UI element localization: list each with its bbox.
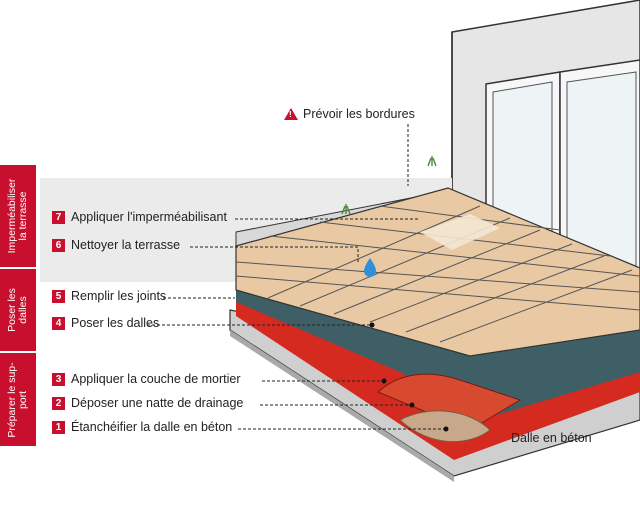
tile-shine — [420, 214, 500, 250]
leader-dots — [369, 322, 449, 432]
cutaway-slab — [399, 410, 491, 443]
step-number: 7 — [52, 210, 65, 224]
step-label: Déposer une natte de drainage — [71, 396, 244, 410]
step-number: 2 — [52, 396, 65, 410]
group-tab-support: Préparer le sup- port — [0, 353, 36, 446]
step-2: 2 Déposer une natte de drainage — [52, 396, 243, 410]
step-5: 5 Remplir les joints — [52, 289, 166, 303]
tile-joints — [235, 205, 640, 343]
step-1: 1 Étanchéifier la dalle en béton — [52, 420, 232, 434]
step-number: 3 — [52, 372, 65, 386]
step-7: 7 Appliquer l'imperméabilisant — [52, 210, 227, 224]
group-tab-waterproofing: Imperméabiliser la terrasse — [0, 165, 36, 267]
step-number: 1 — [52, 420, 65, 434]
cutaway-drainage — [377, 373, 522, 431]
group-tab-tiling: Poser les dalles — [0, 269, 36, 351]
leader-lines — [147, 124, 446, 430]
step-4: 4 Poser les dalles — [52, 316, 159, 330]
warning-text: Prévoir les bordures — [303, 107, 415, 121]
group-label: Préparer le sup- port — [6, 361, 29, 438]
group-label: Poser les dalles — [6, 288, 29, 332]
step-number: 6 — [52, 238, 65, 252]
step-label: Étanchéifier la dalle en béton — [71, 420, 233, 434]
step-label: Nettoyer la terrasse — [71, 238, 181, 252]
step-label: Appliquer la couche de mortier — [71, 372, 241, 386]
group-label: Imperméabiliser la terrasse — [6, 178, 29, 254]
warning-icon — [284, 108, 298, 120]
step-label: Poser les dalles — [71, 316, 160, 330]
step-number: 4 — [52, 316, 65, 330]
step-label: Appliquer l'imperméabilisant — [71, 210, 227, 224]
step-number: 5 — [52, 289, 65, 303]
water-drop-icon — [364, 258, 376, 277]
step-3: 3 Appliquer la couche de mortier — [52, 372, 241, 386]
step-label: Remplir les joints — [71, 289, 167, 303]
slab-callout: Dalle en béton — [511, 431, 592, 445]
step-6: 6 Nettoyer la terrasse — [52, 238, 180, 252]
warning-label: Prévoir les bordures — [278, 104, 421, 124]
